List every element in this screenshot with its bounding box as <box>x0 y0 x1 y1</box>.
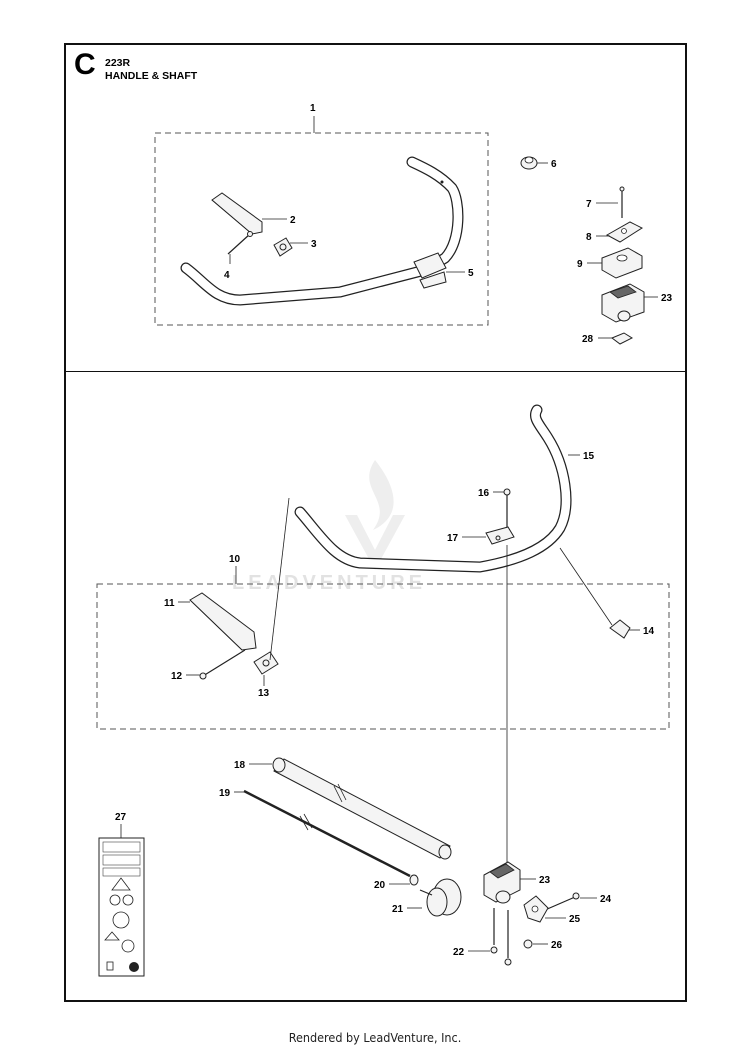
callout-23-lower: 23 <box>539 875 551 886</box>
clip-part-14 <box>609 619 631 639</box>
callout-17: 17 <box>447 533 459 544</box>
clamp-part-13 <box>253 651 279 675</box>
bolt-part-7 <box>619 186 625 218</box>
screw-part-12 <box>199 649 246 680</box>
callout-18: 18 <box>234 760 246 771</box>
bushing-part-20 <box>409 874 419 886</box>
shaft-tube-part-18 <box>272 757 452 860</box>
bracket-part-25 <box>523 895 549 923</box>
clamp-upper-part-9 <box>601 247 643 279</box>
clamp-part-3 <box>273 237 293 257</box>
callout-16: 16 <box>478 488 490 499</box>
callout-26: 26 <box>551 940 563 951</box>
knob-part-21 <box>419 878 462 917</box>
callout-27: 27 <box>115 812 127 823</box>
callout-22: 22 <box>453 947 465 958</box>
clip-part-6 <box>520 156 538 170</box>
loop-handle-part-1 <box>180 156 464 306</box>
callout-28: 28 <box>582 334 594 345</box>
bracket-part-17 <box>485 526 515 545</box>
screws-part-22 <box>490 908 512 966</box>
kit-1-boundary <box>154 132 489 326</box>
callout-1: 1 <box>310 103 316 114</box>
nut-plate-part-8 <box>605 221 644 243</box>
callout-24: 24 <box>600 894 612 905</box>
section-divider <box>64 371 687 372</box>
callout-6: 6 <box>551 159 557 170</box>
callout-11: 11 <box>164 598 175 609</box>
shaft-clamp-part-23-lower <box>483 861 521 904</box>
handle-grip-part-11 <box>189 592 257 651</box>
screw-part-16 <box>503 488 511 527</box>
diagram-frame <box>64 43 687 1002</box>
shaft-clamp-part-23-upper <box>601 283 645 323</box>
loop-handle-part-15 <box>294 404 572 573</box>
section-letter: C <box>74 48 96 81</box>
callout-7: 7 <box>586 199 592 210</box>
screw-part-4 <box>227 231 253 255</box>
footer-credit: Rendered by LeadVenture, Inc. <box>288 1030 462 1045</box>
callout-3: 3 <box>311 239 317 250</box>
decal-sheet-part-27 <box>98 837 145 977</box>
handle-grip-part-2 <box>211 192 263 235</box>
nut-part-26 <box>523 939 533 949</box>
square-nut-part-28 <box>611 332 634 345</box>
model-number: 223R <box>105 57 131 69</box>
callout-25: 25 <box>569 914 581 925</box>
callout-23-upper: 23 <box>661 293 673 304</box>
callout-14: 14 <box>643 626 655 637</box>
callout-8: 8 <box>586 232 592 243</box>
callout-13: 13 <box>258 688 270 699</box>
handle-bracket-part-5 <box>413 252 447 289</box>
callout-19: 19 <box>219 788 231 799</box>
callout-15: 15 <box>583 451 595 462</box>
callout-2: 2 <box>290 215 296 226</box>
callout-12: 12 <box>171 671 183 682</box>
kit-10-boundary <box>96 583 670 730</box>
callout-20: 20 <box>374 880 386 891</box>
callout-10: 10 <box>229 554 241 565</box>
bolt-part-24 <box>544 892 580 911</box>
callout-5: 5 <box>468 268 474 279</box>
drive-shaft-part-19 <box>243 789 411 878</box>
section-title: HANDLE & SHAFT <box>105 70 198 82</box>
callout-4: 4 <box>224 270 230 281</box>
callout-21: 21 <box>392 904 404 915</box>
callout-9: 9 <box>577 259 583 270</box>
